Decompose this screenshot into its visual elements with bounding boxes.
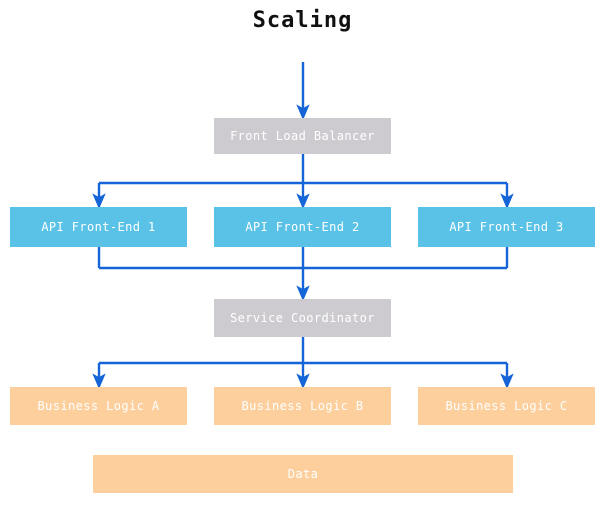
node-front-load-balancer-label: Front Load Balancer <box>230 129 375 143</box>
node-api-front-end-3[interactable]: API Front-End 3 <box>418 207 595 247</box>
node-data-label: Data <box>287 467 319 481</box>
node-service-coordinator[interactable]: Service Coordinator <box>214 299 391 337</box>
node-business-logic-a-label: Business Logic A <box>37 399 160 413</box>
node-business-logic-a[interactable]: Business Logic A <box>10 387 187 425</box>
node-business-logic-c[interactable]: Business Logic C <box>418 387 595 425</box>
node-api-front-end-1[interactable]: API Front-End 1 <box>10 207 187 247</box>
node-business-logic-c-label: Business Logic C <box>445 399 568 413</box>
node-api-front-end-2[interactable]: API Front-End 2 <box>214 207 391 247</box>
node-service-coordinator-label: Service Coordinator <box>230 311 375 325</box>
node-api-front-end-2-label: API Front-End 2 <box>245 220 360 234</box>
node-data[interactable]: Data <box>93 455 513 493</box>
node-business-logic-b-label: Business Logic B <box>241 399 364 413</box>
node-api-front-end-3-label: API Front-End 3 <box>449 220 564 234</box>
node-api-front-end-1-label: API Front-End 1 <box>41 220 156 234</box>
node-front-load-balancer[interactable]: Front Load Balancer <box>214 118 391 154</box>
node-business-logic-b[interactable]: Business Logic B <box>214 387 391 425</box>
page-title: Scaling <box>252 8 353 33</box>
